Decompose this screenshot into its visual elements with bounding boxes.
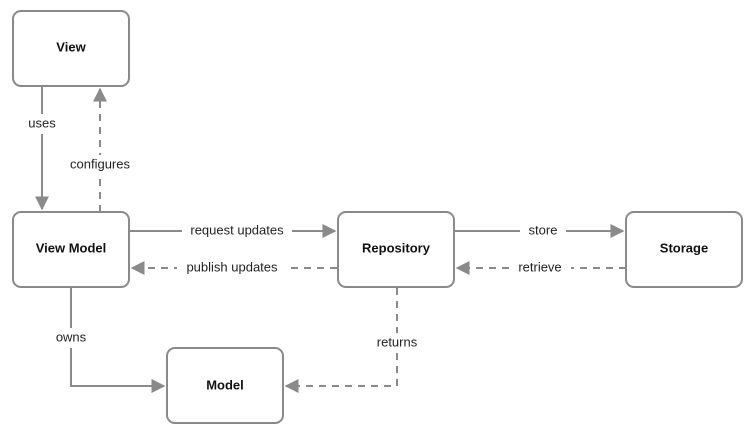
- edge-store: store: [455, 221, 625, 241]
- node-repository-box: [337, 211, 455, 288]
- edge-uses-label: uses: [28, 115, 56, 130]
- node-view: View: [12, 10, 130, 87]
- edge-returns-label: returns: [377, 334, 418, 349]
- node-view-label: View: [56, 39, 86, 54]
- edge-request-updates: request updates: [129, 221, 337, 241]
- edge-returns-line: [284, 288, 398, 393]
- node-model-label: Model: [206, 377, 244, 392]
- edge-owns: owns: [49, 288, 166, 393]
- edge-request-updates-label: request updates: [190, 222, 284, 237]
- node-storage: Storage: [625, 211, 743, 288]
- edge-configures-label: configures: [70, 156, 130, 171]
- node-view-box: [12, 10, 130, 87]
- edge-retrieve-label: retrieve: [518, 259, 561, 274]
- node-model-box: [166, 347, 284, 424]
- node-view-model-label: View Model: [36, 240, 107, 255]
- node-view-model-box: [12, 211, 130, 288]
- edge-owns-label: owns: [56, 329, 87, 344]
- edge-configures: configures: [64, 87, 136, 212]
- node-storage-label: Storage: [660, 240, 708, 255]
- node-model: Model: [166, 347, 284, 424]
- edge-store-label: store: [529, 222, 558, 237]
- edge-retrieve: retrieve: [455, 258, 626, 278]
- edge-publish-updates: publish updates: [130, 258, 337, 278]
- node-storage-box: [625, 211, 743, 288]
- node-repository-label: Repository: [362, 240, 431, 255]
- node-view-model: View Model: [12, 211, 130, 288]
- edge-returns: returns: [284, 288, 428, 393]
- edge-owns-line: [70, 288, 166, 393]
- edge-publish-updates-label: publish updates: [186, 259, 278, 274]
- edge-uses: uses: [22, 87, 62, 211]
- node-repository: Repository: [337, 211, 455, 288]
